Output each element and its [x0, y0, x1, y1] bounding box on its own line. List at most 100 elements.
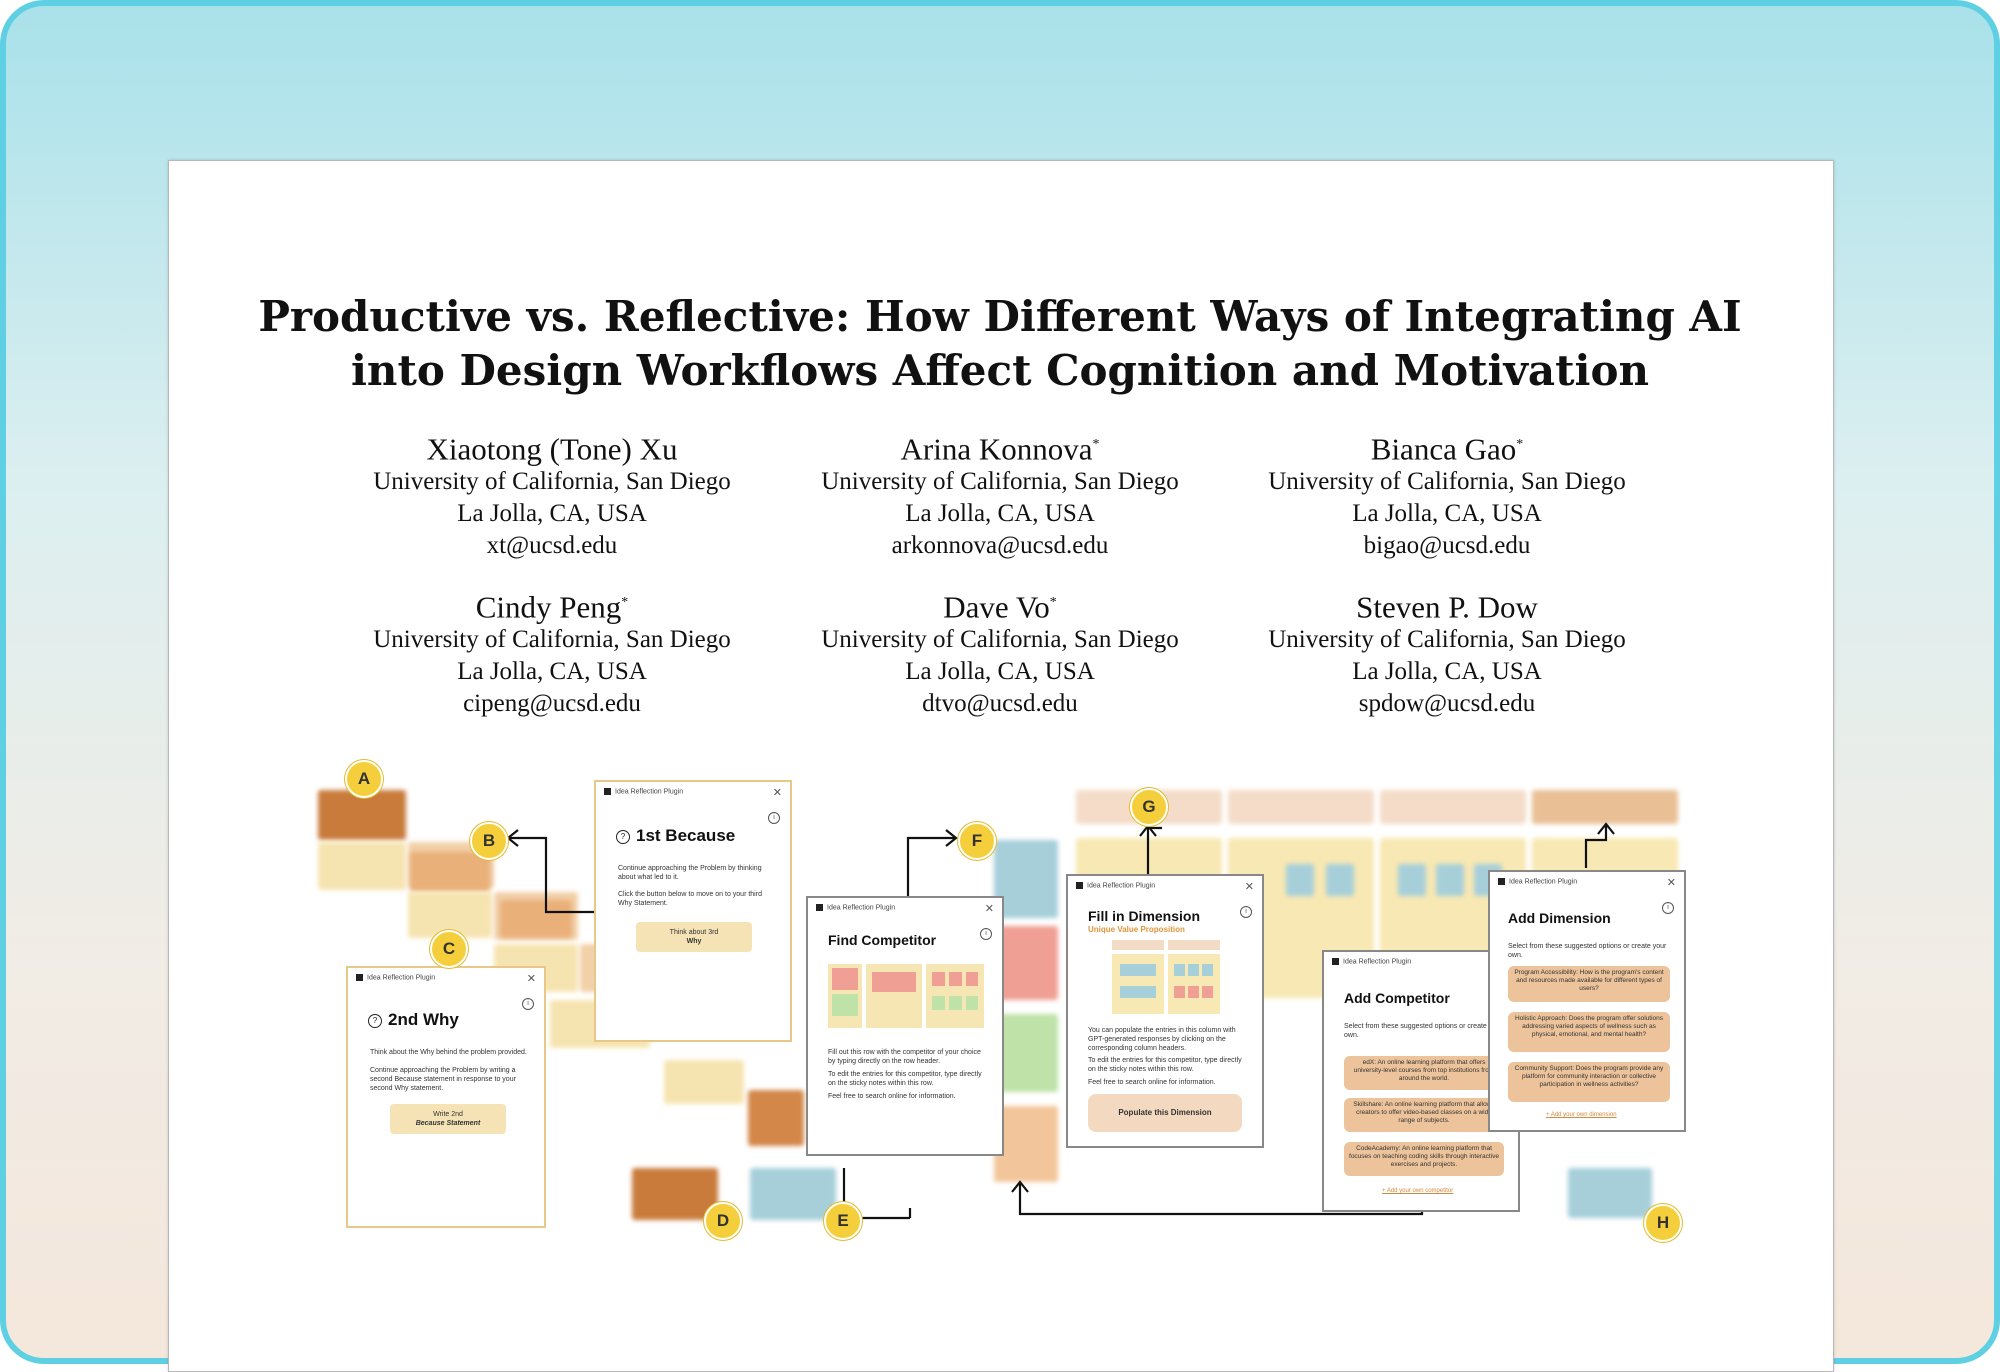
- add-own-competitor-link[interactable]: + Add your own competitor: [1382, 1188, 1454, 1194]
- panel-text: Fill out this row with the competitor of…: [828, 1049, 981, 1065]
- plugin-name: Idea Reflection Plugin: [1087, 882, 1156, 890]
- plugin-name: Idea Reflection Plugin: [1509, 878, 1578, 886]
- write-2nd-because-button[interactable]: Write 2nd Because Statement: [390, 1104, 506, 1134]
- panel-text: Feel free to search online for informati…: [828, 1093, 956, 1100]
- think-about-3rd-why-button[interactable]: Think about 3rd Why: [636, 922, 752, 952]
- title-line-2: into Design Workflows Affect Cognition a…: [350, 346, 1650, 395]
- plugin-name: Idea Reflection Plugin: [827, 904, 896, 912]
- info-icon[interactable]: i: [768, 812, 780, 824]
- sticky-note: [1436, 864, 1464, 896]
- preview-header: [1112, 940, 1164, 950]
- sticky-note: [994, 840, 1058, 918]
- author-location: La Jolla, CA, USA: [905, 500, 1095, 528]
- info-icon[interactable]: i: [522, 998, 534, 1010]
- paper-title: Productive vs. Reflective: How Different…: [0, 290, 2000, 398]
- author-email[interactable]: arkonnova@ucsd.edu: [891, 532, 1109, 560]
- title-line-1: Productive vs. Reflective: How Different…: [258, 292, 1742, 341]
- badge-b: B: [470, 822, 508, 860]
- sticky-note: [318, 790, 406, 840]
- sticky-note: [750, 1168, 836, 1220]
- badge-a: A: [345, 760, 383, 798]
- info-icon[interactable]: i: [1240, 906, 1252, 918]
- dimension-option[interactable]: Program Accessibility: How is the progra…: [1508, 966, 1670, 1002]
- plugin-logo-icon: [604, 788, 611, 795]
- author-affiliation: University of California, San Diego: [373, 468, 731, 496]
- dimension-option[interactable]: Community Support: Does the program prov…: [1508, 1062, 1670, 1102]
- author-location: La Jolla, CA, USA: [457, 658, 647, 686]
- sticky-note: [994, 1106, 1058, 1182]
- panel-find-competitor: Idea Reflection Plugin ✕ i Find Competit…: [806, 896, 1004, 1156]
- panel-text: Continue approaching the Problem by thin…: [618, 865, 762, 881]
- author-card: Dave Vo* University of California, San D…: [780, 586, 1220, 720]
- competitor-option[interactable]: CodeAcademy: An online learning platform…: [1344, 1142, 1504, 1176]
- badge-f: F: [958, 822, 996, 860]
- author-mark: *: [1049, 595, 1057, 610]
- author-affiliation: University of California, San Diego: [821, 468, 1179, 496]
- badge-c: C: [430, 930, 468, 968]
- author-email[interactable]: spdow@ucsd.edu: [1358, 690, 1536, 718]
- close-icon[interactable]: ✕: [526, 973, 536, 985]
- preview-column: [866, 964, 922, 1028]
- sticky-note: [318, 842, 406, 890]
- competitor-option[interactable]: edX: An online learning platform that of…: [1344, 1056, 1504, 1090]
- close-icon[interactable]: ✕: [984, 903, 994, 915]
- plugin-logo-icon: [816, 904, 823, 911]
- preview-column: [926, 964, 984, 1028]
- panel-2nd-why: Idea Reflection Plugin ✕ i ?2nd Why Thin…: [346, 966, 546, 1228]
- preview-header: [1168, 940, 1220, 950]
- panel-fill-dimension: Idea Reflection Plugin ✕ i Fill in Dimen…: [1066, 874, 1264, 1148]
- sticky-note: [748, 1090, 804, 1146]
- author-location: La Jolla, CA, USA: [1352, 500, 1542, 528]
- sticky-note: [1568, 1168, 1652, 1218]
- author-card: Cindy Peng* University of California, Sa…: [332, 586, 772, 720]
- panel-title: Add Dimension: [1508, 910, 1611, 926]
- author-name: Arina Konnova: [900, 431, 1093, 467]
- competitor-option[interactable]: Skillshare: An online learning platform …: [1344, 1098, 1504, 1132]
- author-location: La Jolla, CA, USA: [905, 658, 1095, 686]
- author-mark: *: [1516, 437, 1524, 452]
- badge-h: H: [1644, 1204, 1682, 1242]
- badge-g: G: [1130, 788, 1168, 826]
- add-own-dimension-link[interactable]: + Add your own dimension: [1546, 1112, 1617, 1118]
- panel-subtitle: Unique Value Proposition: [1088, 925, 1185, 934]
- column-header: [1532, 790, 1678, 824]
- panel-add-dimension: Idea Reflection Plugin ✕ i Add Dimension…: [1488, 870, 1686, 1132]
- populate-dimension-button[interactable]: Populate this Dimension: [1088, 1094, 1242, 1132]
- preview-column: [1112, 954, 1164, 1014]
- close-icon[interactable]: ✕: [1244, 881, 1254, 893]
- panel-title: 2nd Why: [388, 1010, 459, 1029]
- close-icon[interactable]: ✕: [1666, 877, 1676, 889]
- info-icon[interactable]: i: [1662, 902, 1674, 914]
- arrow-b: [510, 836, 594, 914]
- arrow-h-up: [1584, 826, 1608, 868]
- close-icon[interactable]: ✕: [772, 787, 782, 799]
- preview-column: [828, 964, 862, 1028]
- author-name: Bianca Gao: [1370, 431, 1517, 467]
- preview-column: [1168, 954, 1220, 1014]
- author-affiliation: University of California, San Diego: [373, 626, 731, 654]
- author-email[interactable]: bigao@ucsd.edu: [1363, 532, 1531, 560]
- author-email[interactable]: cipeng@ucsd.edu: [463, 690, 641, 718]
- question-icon: ?: [616, 829, 630, 844]
- author-email[interactable]: dtvo@ucsd.edu: [922, 690, 1078, 718]
- sticky-note: [994, 926, 1058, 1000]
- badge-d: D: [704, 1202, 742, 1240]
- panel-text: Select from these suggested options or c…: [1344, 1023, 1503, 1039]
- panel-title: 1st Because: [636, 826, 736, 845]
- author-name: Dave Vo: [943, 589, 1050, 625]
- author-mark: *: [621, 595, 629, 610]
- author-email[interactable]: xt@ucsd.edu: [486, 532, 618, 560]
- column-header: [1380, 790, 1526, 824]
- arrow-f: [906, 836, 954, 896]
- column-header: [1228, 790, 1374, 824]
- sticky-note: [994, 1014, 1058, 1092]
- author-name: Xiaotong (Tone) Xu: [426, 431, 678, 467]
- author-affiliation: University of California, San Diego: [1268, 626, 1626, 654]
- panel-text: Feel free to search online for informati…: [1088, 1079, 1216, 1086]
- sticky-note: [500, 900, 572, 938]
- badge-e: E: [824, 1202, 862, 1240]
- dimension-option[interactable]: Holistic Approach: Does the program offe…: [1508, 1012, 1670, 1052]
- author-affiliation: University of California, San Diego: [821, 626, 1179, 654]
- info-icon[interactable]: i: [980, 928, 992, 940]
- plugin-logo-icon: [1332, 958, 1339, 965]
